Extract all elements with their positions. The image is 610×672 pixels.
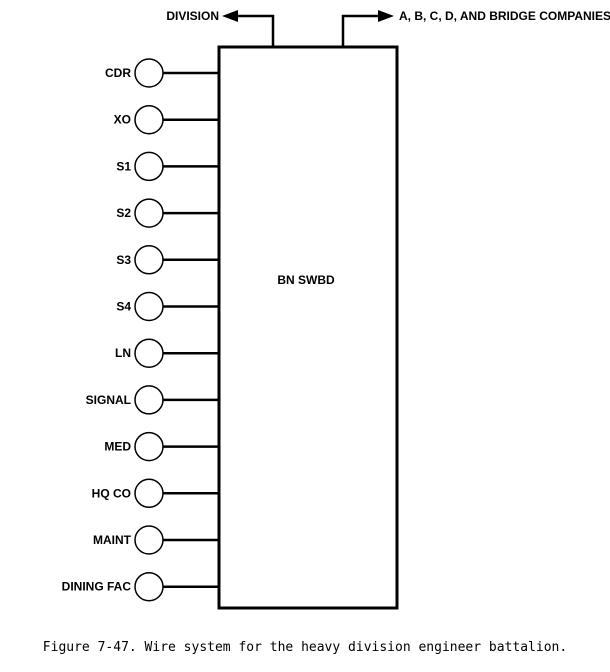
- station-telephone-icon: [134, 525, 164, 555]
- division-label: DIVISION: [166, 9, 219, 23]
- station-label: XO: [114, 113, 131, 127]
- companies-label: A, B, C, D, AND BRIDGE COMPANIES: [399, 9, 610, 23]
- station-telephone-icon: [134, 571, 164, 602]
- station-telephone-icon: [134, 58, 164, 88]
- station-label: S3: [116, 253, 131, 267]
- station-telephone-icon: [134, 338, 164, 368]
- station-telephone-icon: [134, 478, 164, 509]
- station-label: DINING FAC: [62, 580, 132, 594]
- station-telephone-icon: [134, 104, 164, 135]
- division-line: [236, 14, 275, 47]
- station-s4: S4: [116, 291, 219, 322]
- figure-caption: Figure 7-47. Wire system for the heavy d…: [42, 640, 568, 655]
- switchboard-box: [217, 45, 399, 610]
- station-s3: S3: [116, 245, 219, 275]
- companies-line: [341, 14, 380, 47]
- station-label: SIGNAL: [86, 393, 131, 407]
- station-label: LN: [115, 346, 131, 360]
- station-dining-fac: DINING FAC: [62, 571, 219, 602]
- station-telephone-icon: [134, 291, 164, 322]
- station-label: MAINT: [93, 533, 132, 547]
- station-hq-co: HQ CO: [92, 478, 219, 509]
- station-signal: SIGNAL: [86, 385, 219, 415]
- division-arrowhead: [222, 10, 238, 22]
- station-telephone-icon: [134, 385, 164, 415]
- station-med: MED: [104, 431, 219, 462]
- station-maint: MAINT: [93, 525, 219, 555]
- station-s2: S2: [116, 198, 219, 228]
- station-telephone-icon: [134, 151, 164, 182]
- station-telephone-icon: [134, 198, 164, 228]
- switchboard-label: BN SWBD: [277, 273, 335, 287]
- station-xo: XO: [114, 104, 219, 135]
- station-cdr: CDR: [105, 58, 219, 88]
- station-label: CDR: [105, 66, 131, 80]
- station-label: HQ CO: [92, 486, 131, 500]
- station-label: S1: [116, 159, 131, 173]
- station-label: MED: [104, 440, 131, 454]
- station-ln: LN: [115, 338, 219, 368]
- station-s1: S1: [116, 151, 219, 182]
- companies-arrowhead: [378, 10, 394, 22]
- station-label: S4: [116, 300, 131, 314]
- station-telephone-icon: [134, 245, 164, 275]
- station-label: S2: [116, 206, 131, 220]
- station-telephone-icon: [134, 431, 164, 462]
